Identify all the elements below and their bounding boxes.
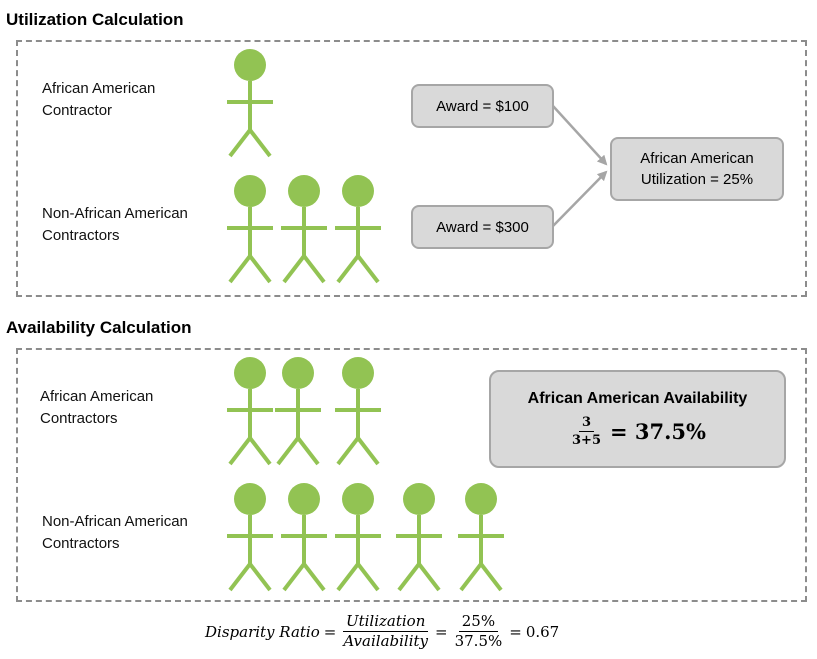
formula-denominator-words: Availability [343,632,429,650]
utilization-naa-label: Non-African American Contractors [42,205,188,244]
availability-aa-label: African American Contractors [40,388,154,427]
availability-title: Availability Calculation [6,318,192,337]
utilization-frame [16,40,807,297]
person-icon [333,354,383,466]
award-aa-box: Award = $100 [411,84,554,128]
award-naa-box: Award = $300 [411,205,554,249]
person-icon [394,480,444,592]
formula-equals: = [323,622,337,641]
utilization-aa-label: African American Contractor [42,80,156,119]
formula-equals: = [435,622,448,641]
person-icon [225,46,275,158]
person-icon [273,354,323,466]
person-icon [333,172,383,284]
formula-fraction-words: Utilization Availability [340,612,431,651]
person-icon [279,172,329,284]
disparity-formula: Disparity Ratio = Utilization Availabili… [205,612,559,651]
person-icon [279,480,329,592]
award-naa-label: Award = $300 [436,218,529,236]
availability-denominator: 3+5 [572,433,601,448]
person-icon [225,172,275,284]
formula-lhs: Disparity Ratio [205,622,320,641]
availability-frame [16,348,807,602]
person-icon [225,480,275,592]
award-aa-label: Award = $100 [436,97,529,115]
availability-numerator: 3 [578,414,595,432]
formula-equals: = [509,622,522,641]
availability-equation: 3 3+5 = 37.5% [491,414,784,449]
formula-numerator-value: 25% [458,612,499,632]
formula-numerator-words: Utilization [342,612,429,632]
formula-result: 0.67 [525,622,560,641]
person-icon [225,354,275,466]
availability-naa-label: Non-African American Contractors [42,513,188,552]
availability-result-value: = 37.5% [609,419,706,444]
utilization-title: Utilization Calculation [6,10,184,29]
utilization-result-box: African American Utilization = 25% [610,137,784,201]
availability-result-box: African American Availability 3 3+5 = 37… [489,370,786,468]
formula-denominator-value: 37.5% [454,632,503,650]
availability-result-title: African American Availability [527,390,748,407]
person-icon [456,480,506,592]
person-icon [333,480,383,592]
formula-fraction-values: 25% 37.5% [452,612,506,651]
availability-fraction: 3 3+5 [569,414,604,449]
utilization-result-label: African American Utilization = 25% [640,150,754,188]
